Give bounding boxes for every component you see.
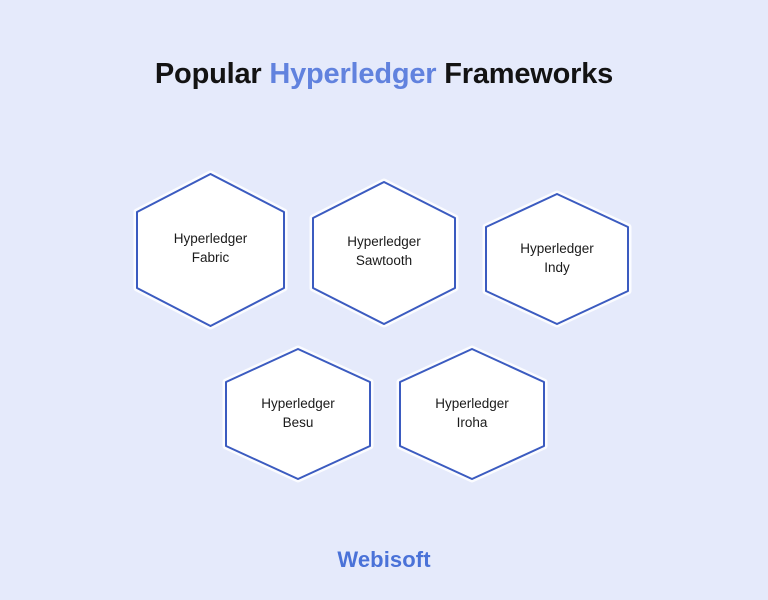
title-part-1: Popular — [154, 58, 270, 90]
title-part-2: Frameworks — [436, 58, 614, 90]
title-accent-word: Hyperledger — [269, 58, 437, 90]
hexagon-hyperledger-sawtooth[interactable]: Hyperledger Sawtooth — [309, 178, 459, 328]
footer-brand-webisoft: Webisoft — [337, 547, 431, 572]
hexagon-hyperledger-fabric[interactable]: Hyperledger Fabric — [133, 170, 288, 330]
page-title: Popular Hyperledger Frameworks — [0, 58, 768, 91]
hexagon-hyperledger-iroha[interactable]: Hyperledger Iroha — [396, 345, 548, 483]
hexagon-hyperledger-besu[interactable]: Hyperledger Besu — [222, 345, 374, 483]
hexagon-hyperledger-indy[interactable]: Hyperledger Indy — [482, 190, 632, 328]
